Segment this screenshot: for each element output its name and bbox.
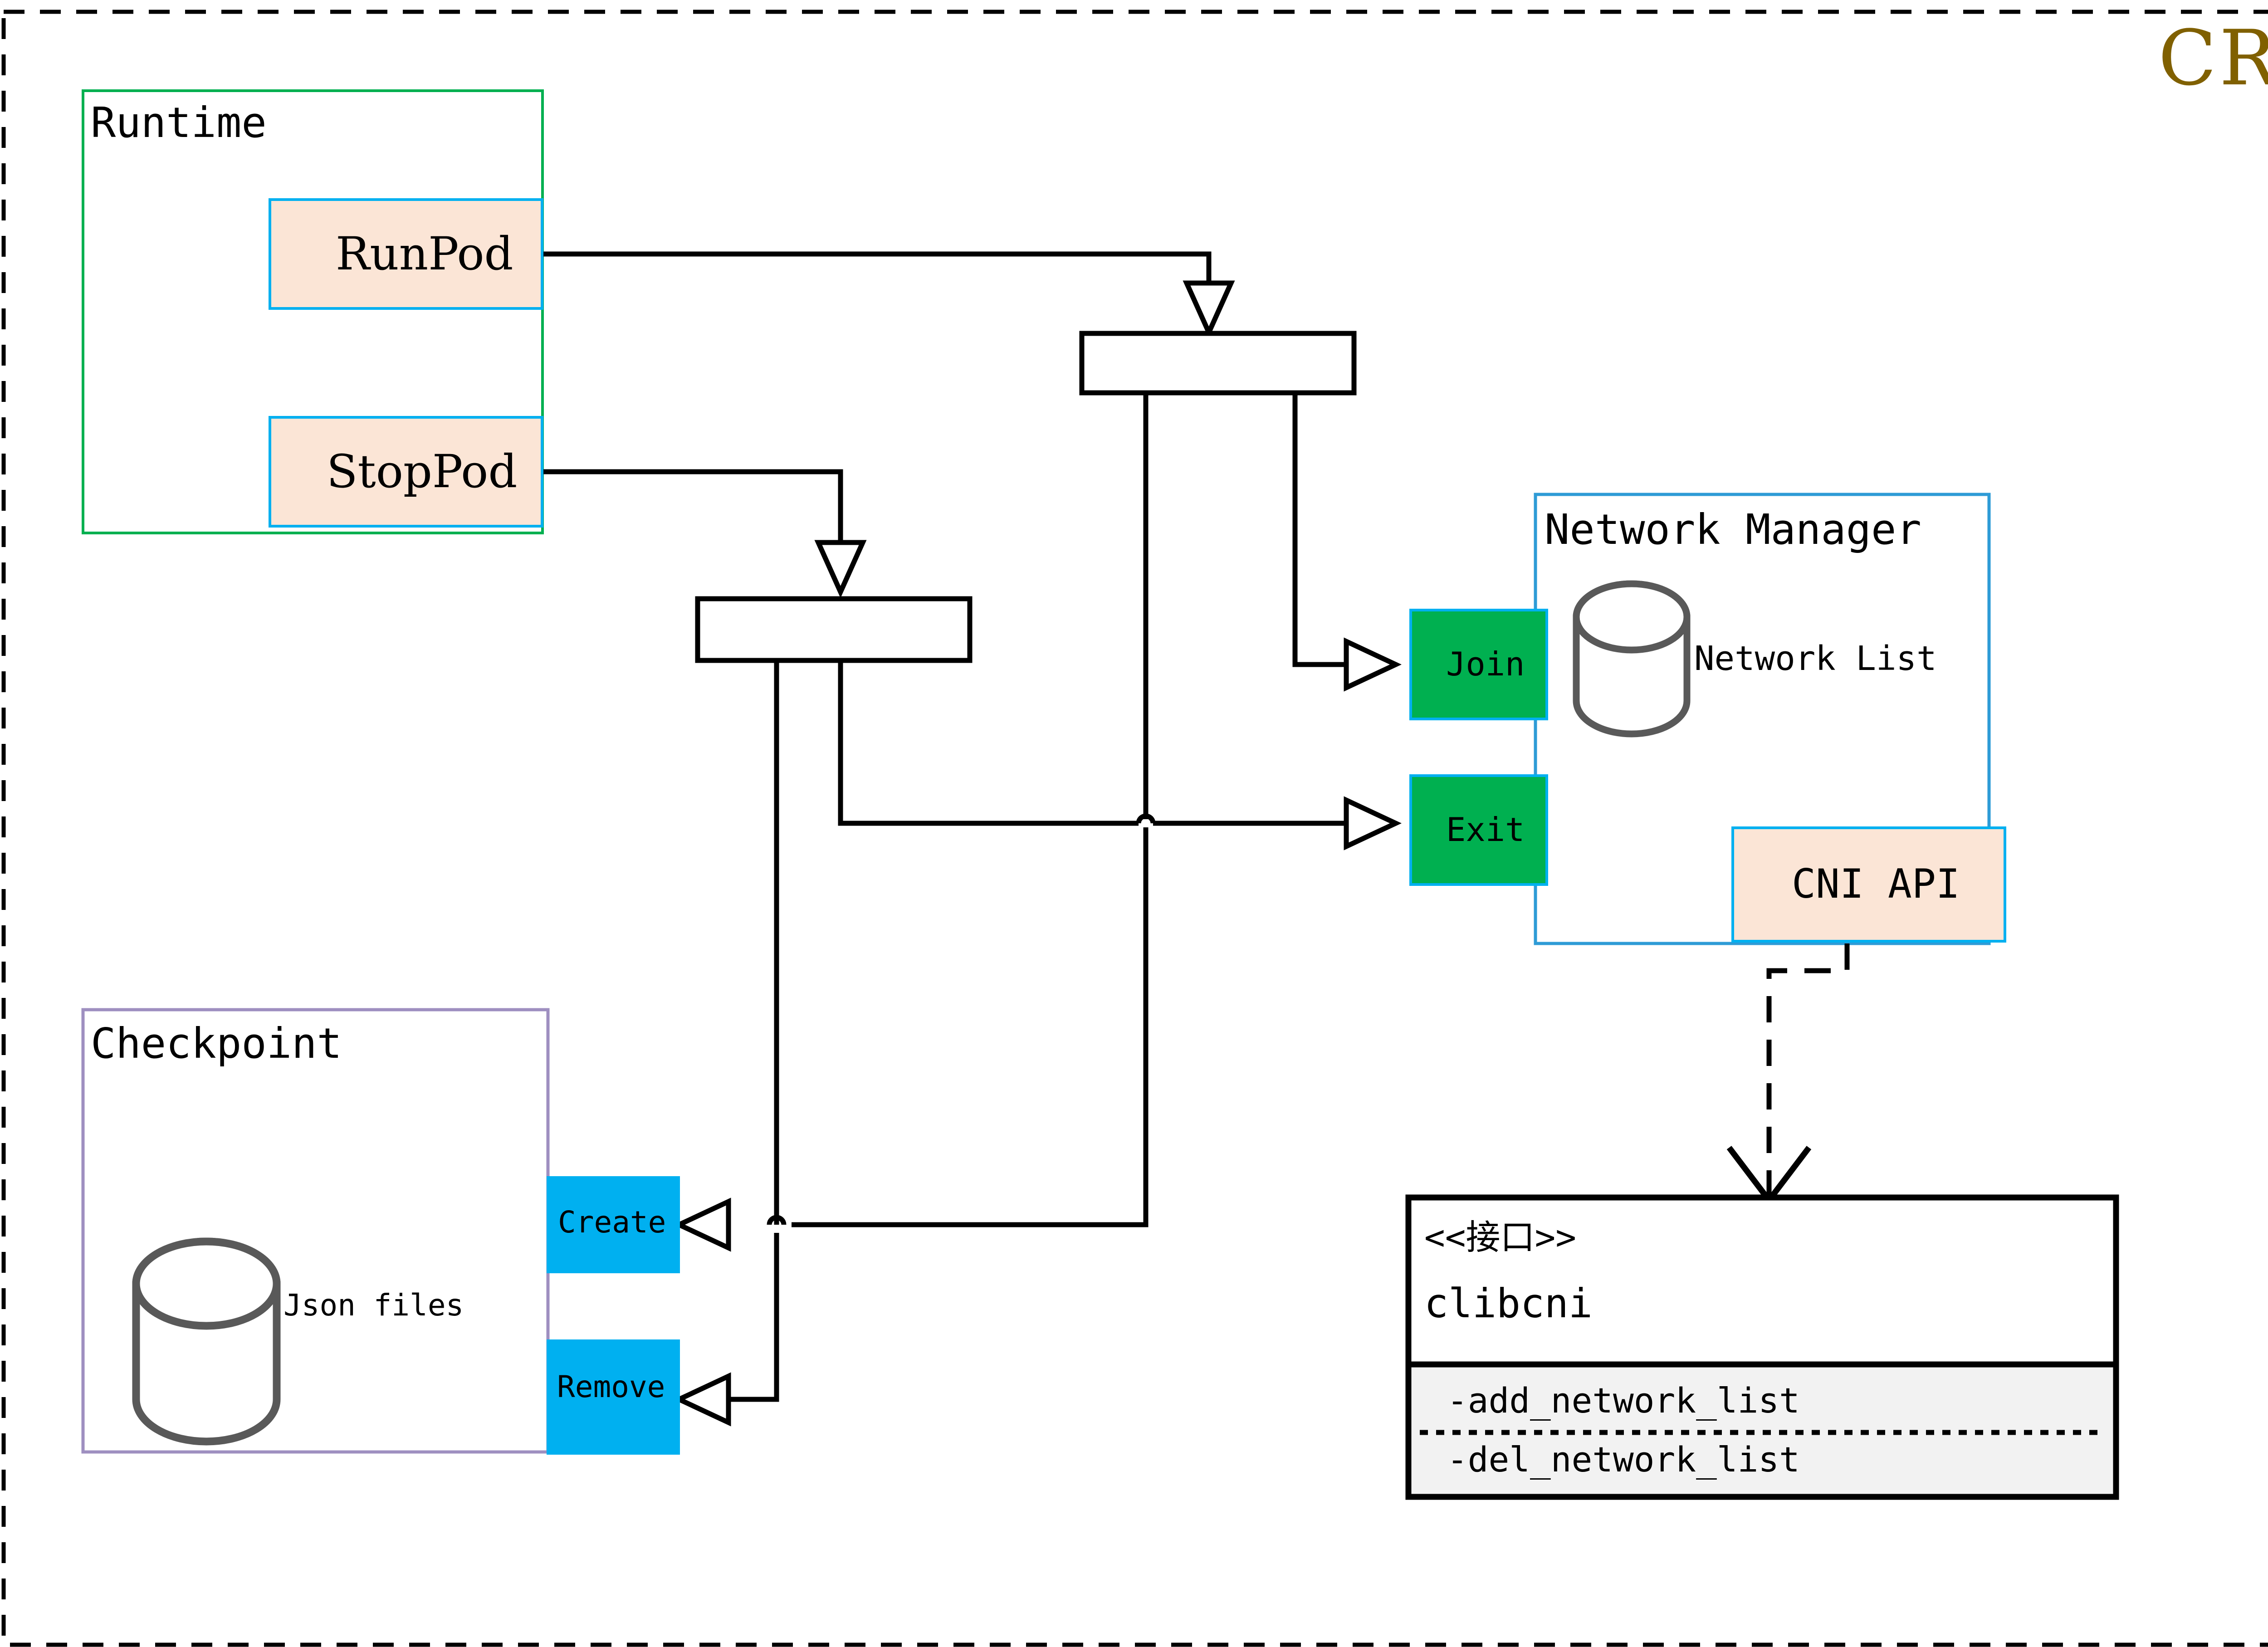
node-stoppod[interactable] <box>269 416 543 528</box>
interface-stereotype-label: <<接口>> <box>1424 1217 1577 1257</box>
junction-upper <box>1079 331 1357 396</box>
node-remove-label: Remove <box>557 1369 665 1404</box>
network-list-cylinder-icon <box>1573 580 1691 738</box>
node-remove[interactable] <box>547 1339 680 1455</box>
node-create-label: Create <box>558 1205 666 1240</box>
node-exit[interactable] <box>1409 774 1548 886</box>
edge-junction-lower-to-exit <box>838 660 1139 826</box>
checkpoint-cylinder-icon <box>132 1237 281 1446</box>
edge-runpod-to-junction-upper <box>543 251 1212 308</box>
line-hop-create <box>767 1215 787 1225</box>
arrowhead-into-junction-lower <box>814 540 867 598</box>
network-list-label: Network List <box>1694 639 1937 678</box>
arrowhead-into-junction-upper <box>1183 280 1235 339</box>
edge-junction-upper-to-join <box>1292 393 1371 667</box>
group-network-manager-label: Network Manager <box>1545 505 1921 554</box>
node-runpod-label: RunPod <box>336 227 513 280</box>
interface-name-label: clibcni <box>1424 1280 1593 1327</box>
arrowhead-into-remove <box>673 1372 731 1427</box>
json-files-label: Json files <box>284 1288 464 1323</box>
outer-frame <box>1 10 2268 1647</box>
node-stoppod-label: StopPod <box>327 445 518 498</box>
interface-method-del: -del_network_list <box>1447 1439 1800 1480</box>
line-hop-exit <box>1136 813 1156 824</box>
interface-method-add: -add_network_list <box>1447 1380 1800 1421</box>
node-create[interactable] <box>547 1176 680 1273</box>
node-cni-api-label: CNI API <box>1792 860 1960 907</box>
edge-junction-lower-to-remove-2 <box>708 1233 779 1402</box>
group-checkpoint-label: Checkpoint <box>91 1019 342 1068</box>
arrowhead-into-join <box>1344 637 1402 692</box>
arrowhead-into-exit <box>1344 796 1402 850</box>
node-exit-label: Exit <box>1446 811 1525 849</box>
node-join-label: Join <box>1446 645 1525 683</box>
page-title: CRI <box>2158 14 2268 103</box>
edge-stoppod-to-junction-lower <box>543 469 843 567</box>
node-join[interactable] <box>1409 609 1548 720</box>
node-runpod[interactable] <box>269 198 543 310</box>
group-runtime-label: Runtime <box>91 98 267 147</box>
node-cni-api[interactable] <box>1731 826 2006 943</box>
junction-lower <box>695 596 973 663</box>
arrowhead-into-create <box>673 1197 731 1252</box>
edge-junction-upper-left-leg-2 <box>792 827 1149 1227</box>
edge-cni-api-to-clibcni <box>1766 943 1850 1197</box>
